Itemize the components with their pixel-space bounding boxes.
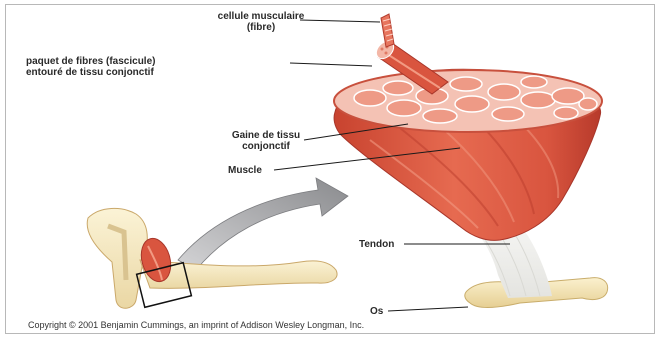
muscle-fiber	[381, 14, 394, 47]
label-muscle-cell-line2: (fibre)	[216, 22, 306, 33]
zoom-arrow	[178, 178, 348, 270]
muscle-cross-section	[334, 70, 602, 132]
label-tendon: Tendon	[359, 239, 394, 250]
label-sheath-line1: Gaine de tissu	[224, 130, 308, 141]
label-bone: Os	[370, 306, 383, 317]
label-muscle: Muscle	[228, 165, 262, 176]
arm-illustration	[87, 208, 337, 308]
copyright-notice: Copyright © 2001 Benjamin Cummings, an i…	[28, 320, 364, 330]
label-fascicle-line2: entouré de tissu conjonctif	[26, 67, 155, 78]
label-sheath: Gaine de tissu conjonctif	[224, 130, 308, 152]
label-muscle-cell: cellule musculaire (fibre)	[216, 11, 306, 33]
label-fascicle: paquet de fibres (fascicule) entouré de …	[26, 56, 155, 78]
label-sheath-line2: conjonctif	[224, 141, 308, 152]
label-muscle-cell-line1: cellule musculaire	[216, 11, 306, 22]
label-fascicle-line1: paquet de fibres (fascicule)	[26, 56, 155, 67]
